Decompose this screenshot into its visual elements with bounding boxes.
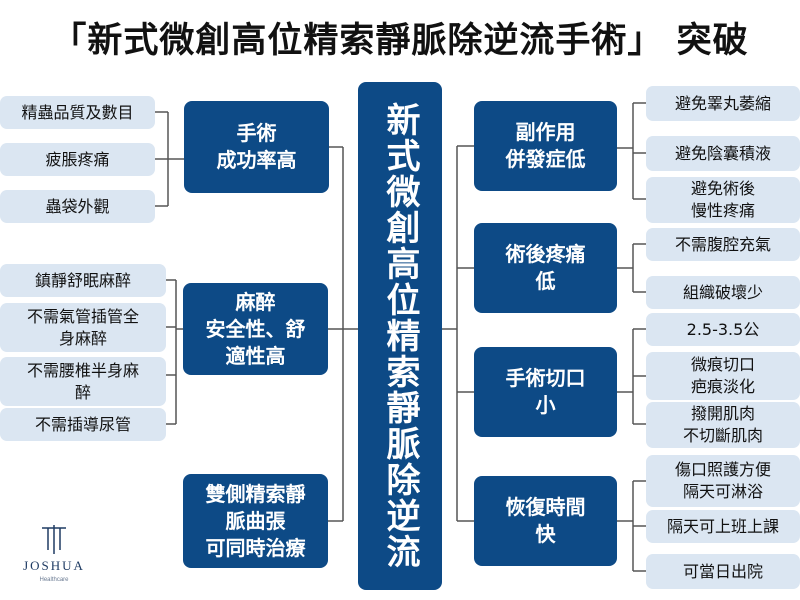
leaf-swelling-pain: 疲脹疼痛: [0, 143, 155, 176]
category-anesthesia: 麻醉 安全性、舒 適性高: [183, 283, 328, 375]
leaf-same-day-discharge: 可當日出院: [646, 554, 800, 589]
leaf-less-tissue-damage: 組織破壞少: [646, 276, 800, 309]
category-bilateral-treatment: 雙側精索靜 脈曲張 可同時治療: [183, 474, 328, 568]
leaf-no-intubation: 不需氣管插管全 身麻醉: [0, 303, 166, 352]
logo-sub-text: Healthcare: [39, 577, 69, 583]
leaf-scrotum-appearance: 蟲袋外觀: [0, 190, 155, 223]
leaf-avoid-chronic-pain: 避免術後 慢性疼痛: [646, 177, 800, 223]
leaf-minimal-scar: 微痕切口 疤痕淡化: [646, 352, 800, 400]
category-low-complications: 副作用 併發症低: [474, 101, 617, 191]
leaf-no-insufflation: 不需腹腔充氣: [646, 228, 800, 261]
leaf-avoid-hydrocele: 避免陰囊積液: [646, 136, 800, 171]
category-low-pain: 術後疼痛 低: [474, 223, 617, 313]
leaf-incision-size: 2.5-3.5公: [646, 313, 800, 346]
leaf-sedation-anesthesia: 鎮靜舒眠麻醉: [0, 264, 166, 297]
leaf-muscle-sparing: 撥開肌肉 不切斷肌肉: [646, 402, 800, 448]
center-topic-label: 新式微創高位精索靜脈除逆流: [380, 102, 420, 570]
category-fast-recovery: 恢復時間 快: [474, 476, 617, 566]
leaf-avoid-atrophy: 避免睪丸萎縮: [646, 86, 800, 121]
leaf-no-catheter: 不需插導尿管: [0, 408, 166, 441]
leaf-easy-wound-care: 傷口照護方便 隔天可淋浴: [646, 455, 800, 507]
joshua-logo: JOSHUA Healthcare: [23, 525, 85, 583]
leaf-sperm-quality: 精蟲品質及數目: [0, 96, 155, 129]
category-success-rate: 手術 成功率高: [184, 101, 329, 193]
leaf-no-spinal: 不需腰椎半身麻 醉: [0, 357, 166, 406]
center-topic: 新式微創高位精索靜脈除逆流: [358, 82, 442, 590]
category-small-incision: 手術切口 小: [474, 347, 617, 437]
page-title: 「新式微創高位精索靜脈除逆流手術」 突破: [51, 21, 749, 61]
logo-brand-text: JOSHUA: [23, 558, 85, 573]
leaf-next-day-work: 隔天可上班上課: [646, 510, 800, 543]
